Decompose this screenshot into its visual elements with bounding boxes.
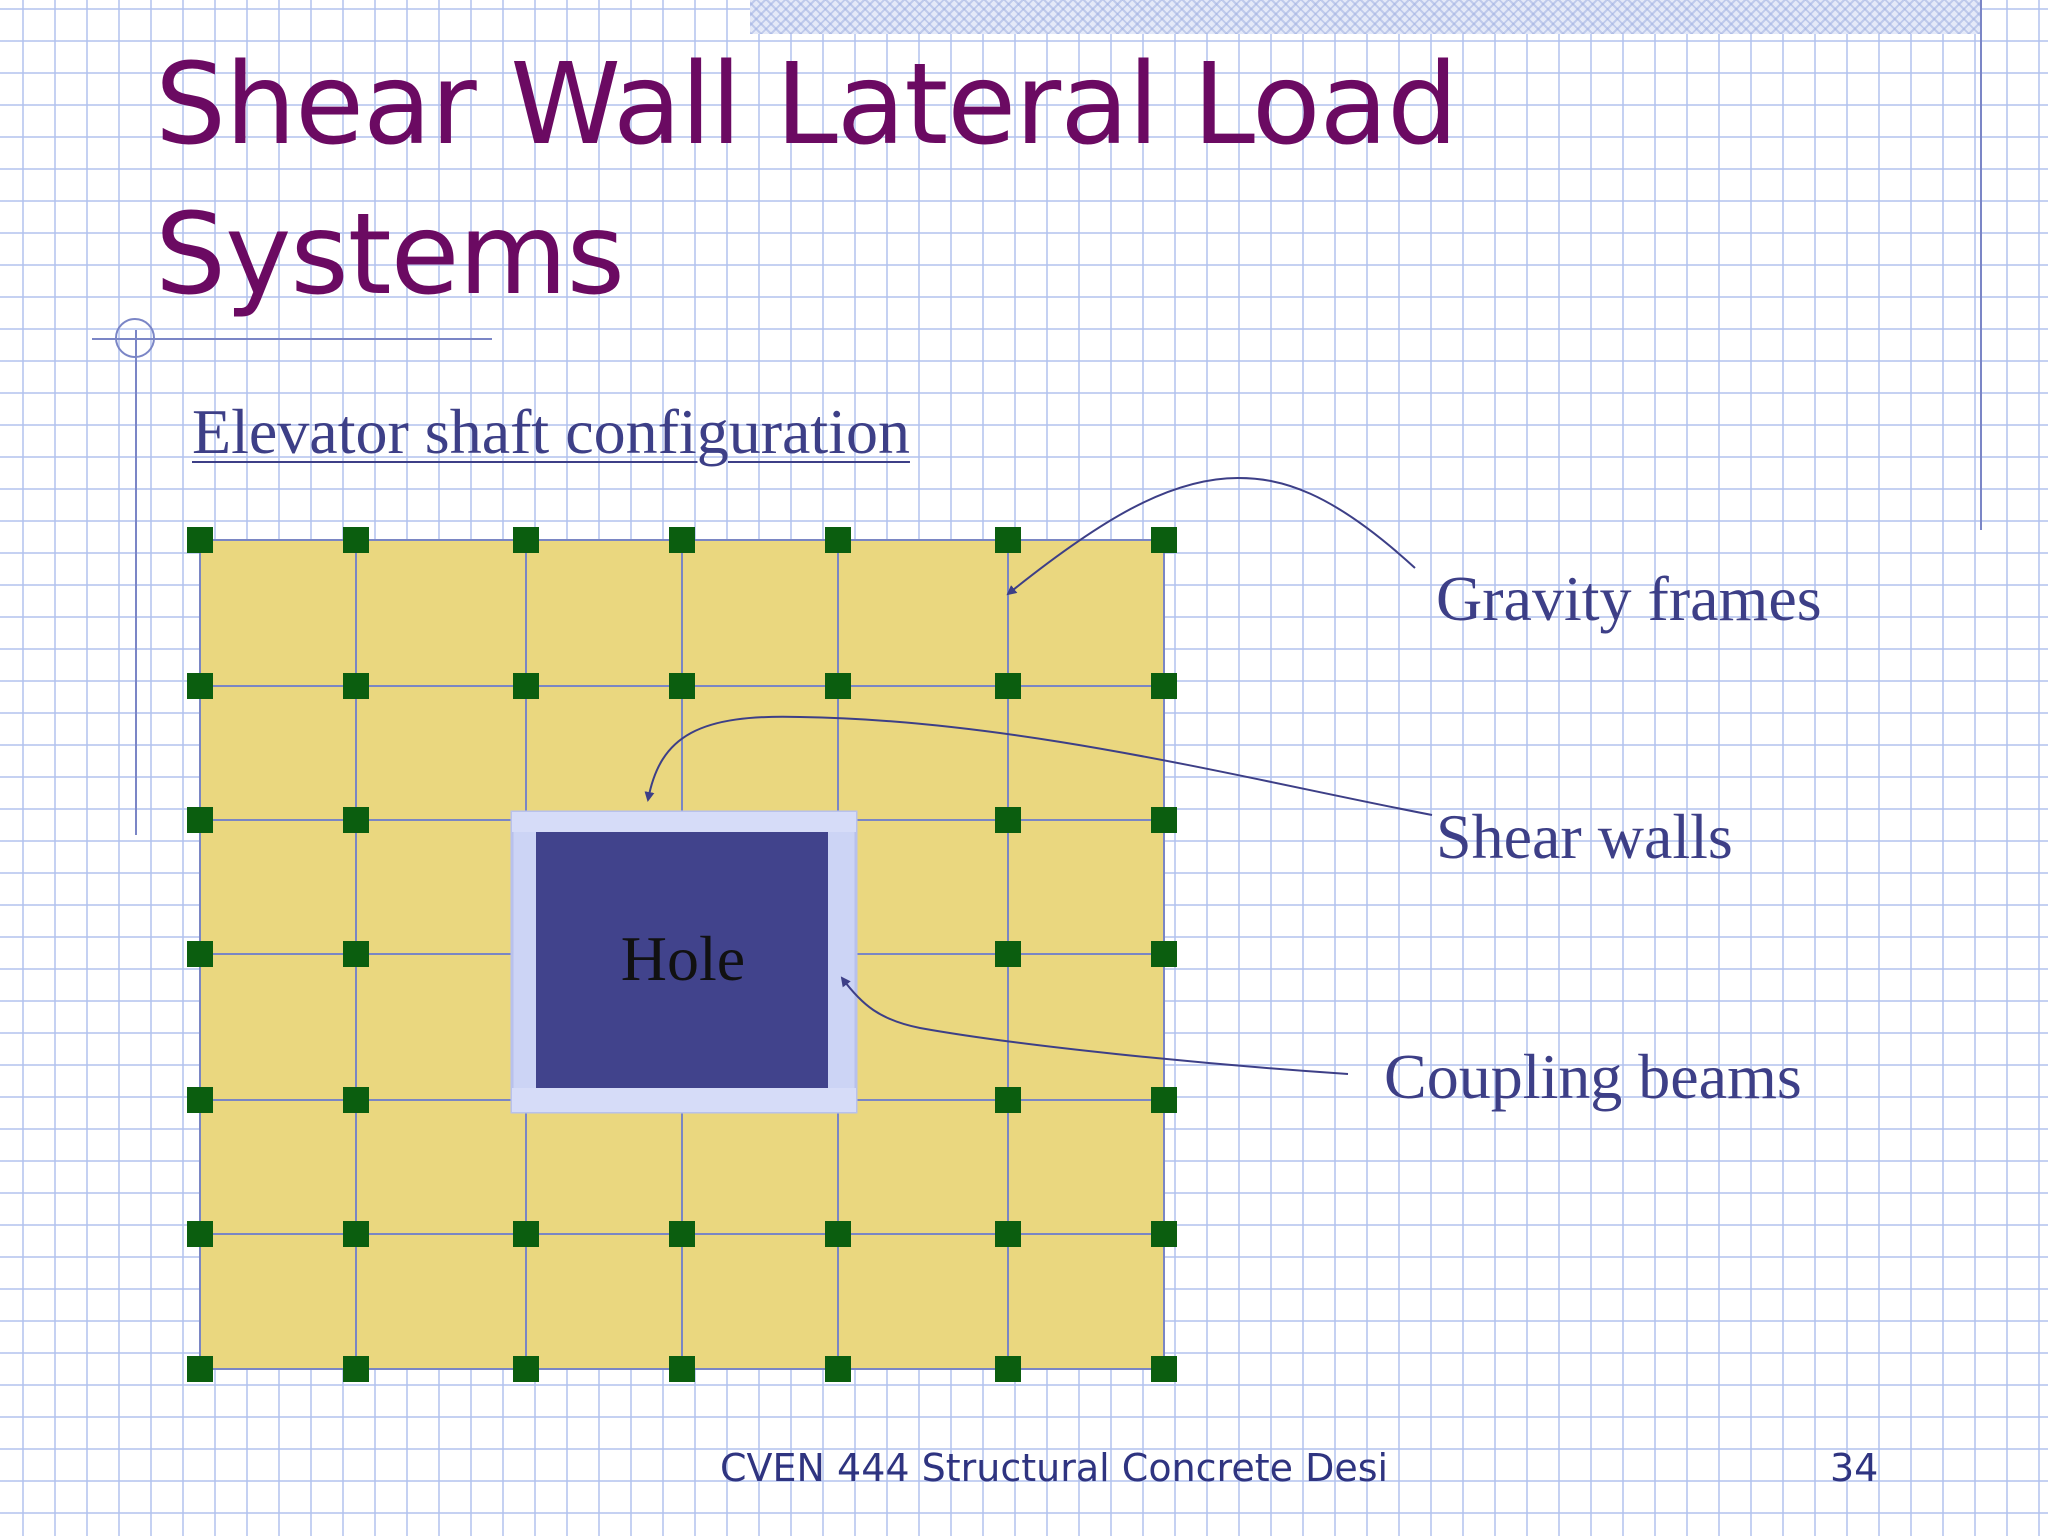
coupling-beam-bottom xyxy=(512,1088,856,1112)
gravity-frames-leader xyxy=(1006,476,1416,596)
column-r6-c3 xyxy=(513,1221,539,1247)
column-r6-c5 xyxy=(825,1221,851,1247)
coupling-beam-top xyxy=(512,812,856,832)
column-r6-c6 xyxy=(995,1221,1021,1247)
column-r7-c7 xyxy=(1151,1356,1177,1382)
title-circle-ornament xyxy=(115,318,155,358)
elevator-shaft: Hole xyxy=(510,810,858,1114)
column-r2-c5 xyxy=(825,673,851,699)
column-r2-c6 xyxy=(995,673,1021,699)
callout-shear-walls: Shear walls xyxy=(1436,801,1733,872)
column-r7-c5 xyxy=(825,1356,851,1382)
slide-title-line-1: Shear Wall Lateral Load xyxy=(155,40,1458,170)
column-r1-c3 xyxy=(513,527,539,553)
column-r6-c7 xyxy=(1151,1221,1177,1247)
column-r7-c2 xyxy=(343,1356,369,1382)
column-r2-c2 xyxy=(343,673,369,699)
column-r7-c3 xyxy=(513,1356,539,1382)
column-r4-c2 xyxy=(343,941,369,967)
left-decorative-rule xyxy=(135,330,137,835)
slide-title-line-2: Systems xyxy=(155,190,625,320)
column-r6-c2 xyxy=(343,1221,369,1247)
column-r2-c7 xyxy=(1151,673,1177,699)
column-r7-c6 xyxy=(995,1356,1021,1382)
column-r3-c6 xyxy=(995,807,1021,833)
top-pattern-band xyxy=(750,0,1980,34)
column-r3-c2 xyxy=(343,807,369,833)
coupling-beams-leader xyxy=(840,976,1349,1075)
footer-course-title: CVEN 444 Structural Concrete Desi xyxy=(720,1446,1389,1490)
column-r1-c2 xyxy=(343,527,369,553)
column-r5-c1 xyxy=(187,1087,213,1113)
column-r1-c5 xyxy=(825,527,851,553)
column-r7-c1 xyxy=(187,1356,213,1382)
page-number: 34 xyxy=(1830,1446,1879,1490)
column-r2-c3 xyxy=(513,673,539,699)
column-r1-c4 xyxy=(669,527,695,553)
column-r3-c7 xyxy=(1151,807,1177,833)
right-decorative-rule xyxy=(1980,0,1982,530)
column-r1-c1 xyxy=(187,527,213,553)
columns xyxy=(187,527,1177,1382)
column-r2-c4 xyxy=(669,673,695,699)
slide-title: Shear Wall Lateral Load Systems xyxy=(155,30,1458,330)
column-r5-c2 xyxy=(343,1087,369,1113)
shear-walls-leader xyxy=(644,715,1433,816)
column-r5-c6 xyxy=(995,1087,1021,1113)
callout-gravity-frames: Gravity frames xyxy=(1436,563,1822,634)
hole-label: Hole xyxy=(621,923,745,994)
callout-coupling-beams: Coupling beams xyxy=(1384,1041,1802,1112)
column-r5-c7 xyxy=(1151,1087,1177,1113)
column-r4-c7 xyxy=(1151,941,1177,967)
column-r6-c1 xyxy=(187,1221,213,1247)
column-r2-c1 xyxy=(187,673,213,699)
column-r1-c6 xyxy=(995,527,1021,553)
hole-opening xyxy=(536,832,828,1088)
column-r4-c1 xyxy=(187,941,213,967)
column-r1-c7 xyxy=(1151,527,1177,553)
slide-subtitle: Elevator shaft configuration xyxy=(192,396,910,467)
column-r4-c6 xyxy=(995,941,1021,967)
column-r3-c1 xyxy=(187,807,213,833)
title-underline-rule xyxy=(92,338,492,340)
column-r6-c4 xyxy=(669,1221,695,1247)
column-r7-c4 xyxy=(669,1356,695,1382)
